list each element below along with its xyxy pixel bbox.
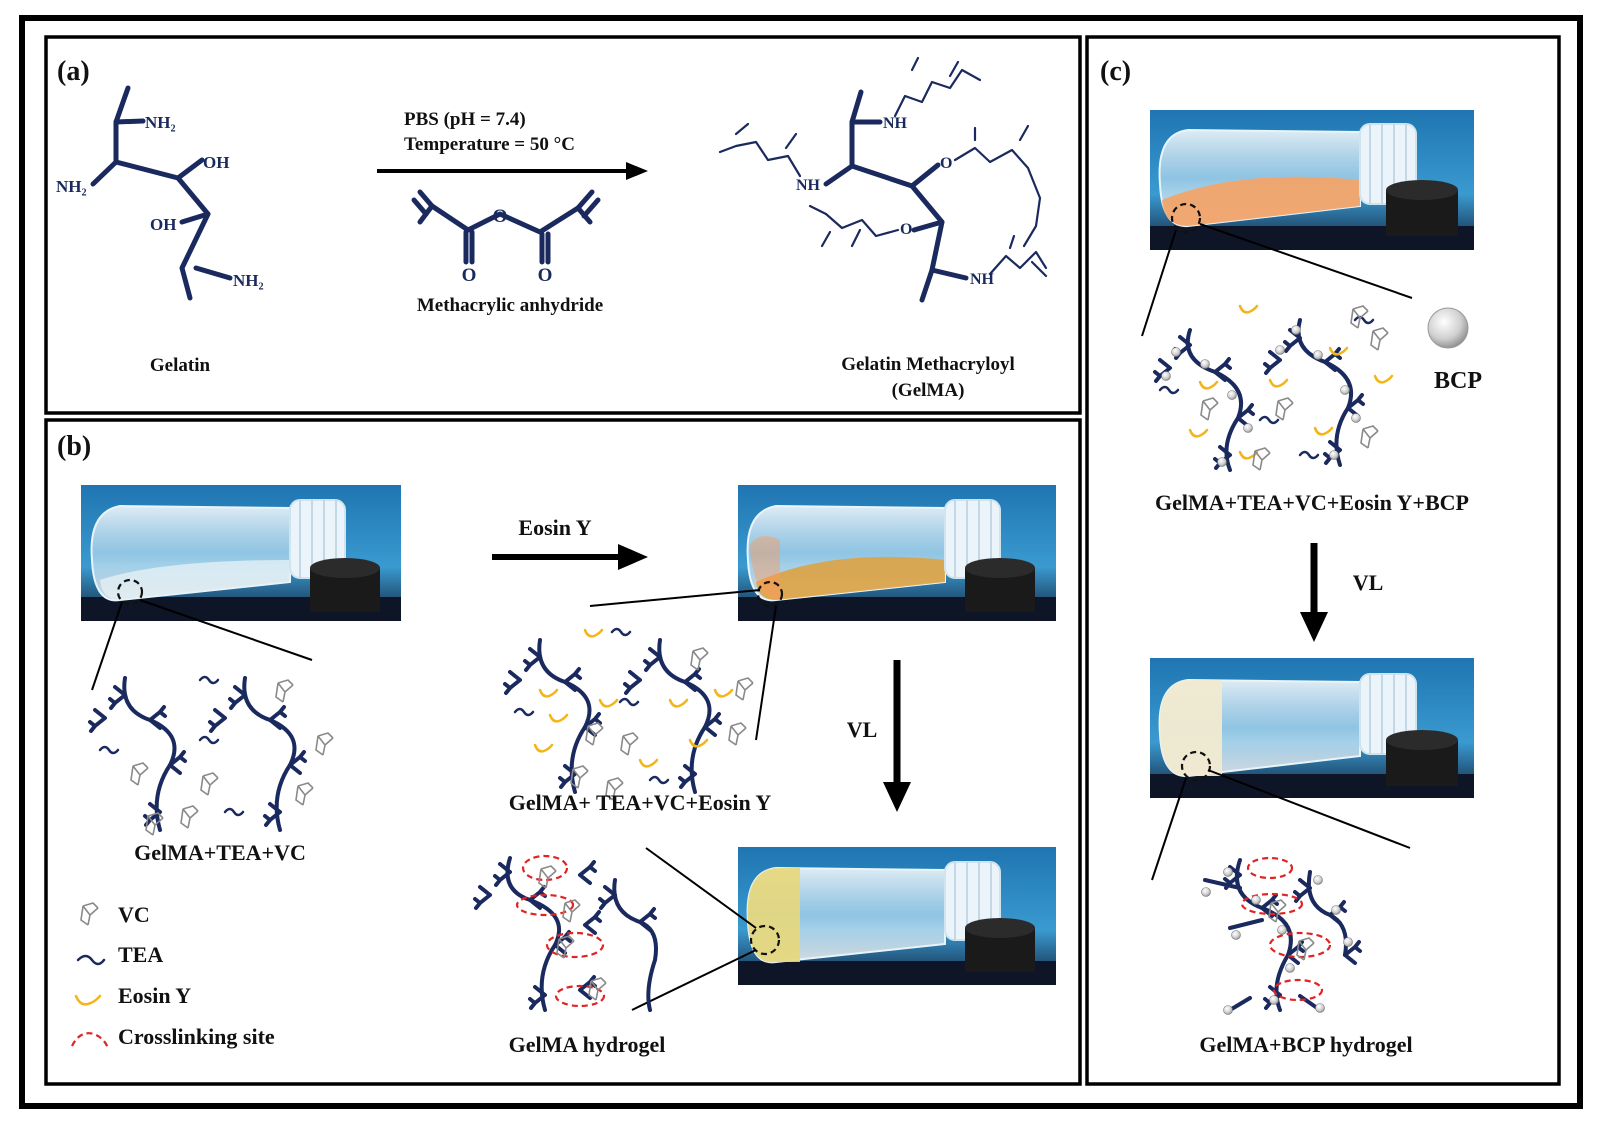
nh-label: NH: [970, 271, 995, 288]
zoom-line: [589, 589, 761, 607]
reaction-condition-temperature: Temperature = 50 °C: [404, 134, 575, 155]
hydrogel-label-c: GelMA+BCP hydrogel: [1199, 1032, 1412, 1057]
legend-tea-symbol: [76, 954, 106, 966]
nh2-label: NH₂: [145, 113, 176, 132]
vl-arrow-b-head: [883, 782, 911, 812]
mixture-label-2: GelMA+ TEA+VC+Eosin Y: [509, 790, 772, 815]
nh2-label: NH₂: [56, 177, 87, 196]
bcp-label: BCP: [1434, 368, 1482, 394]
zoom-line: [91, 601, 123, 691]
zoom-line: [631, 949, 757, 1011]
gelatin-structure: NH₂ NH₂ OH OH NH₂: [56, 85, 264, 301]
zoom-line: [755, 605, 777, 741]
product-label-name: Gelatin Methacryloyl: [841, 354, 1015, 375]
network-with-bcp: [1153, 304, 1394, 472]
nh2-label: NH₂: [233, 271, 264, 290]
o-label: O: [462, 265, 477, 286]
vial-photo-gelma-hydrogel: [738, 847, 1056, 985]
network-with-eosin: [503, 627, 754, 801]
bcp-particle-icon: [1427, 307, 1469, 349]
reaction-condition-buffer: PBS (pH = 7.4): [404, 109, 526, 130]
vial-photo-with-eosin: [738, 485, 1056, 621]
product-label-abbrev: (GelMA): [892, 380, 965, 401]
hydrogel-label-b: GelMA hydrogel: [509, 1032, 666, 1057]
panel-c-frame: [1085, 35, 1561, 1086]
legend-eosin-symbol: [74, 994, 102, 1006]
oh-label: OH: [150, 215, 176, 234]
o-label: O: [493, 206, 508, 227]
network-gelma-tea-vc: [88, 675, 334, 836]
nh-label: NH: [796, 177, 821, 194]
nh-label: NH: [883, 115, 908, 132]
zoom-line: [139, 599, 313, 661]
legend-tea-label: TEA: [118, 942, 163, 967]
zoom-ring: [749, 924, 781, 956]
panel-b-frame: [44, 418, 1082, 1086]
eosin-arrow-head: [618, 544, 648, 570]
panel-b-label: (b): [57, 431, 91, 462]
vial-photo-with-bcp: [1150, 110, 1474, 250]
legend-vc-label: VC: [118, 902, 150, 927]
methacrylic-anhydride-structure: O O O: [411, 189, 601, 286]
oh-label: OH: [203, 153, 229, 172]
panel-a-frame: [44, 35, 1082, 415]
vl-arrow-c-head: [1300, 612, 1328, 642]
network-bcp-hydrogel: [1201, 856, 1362, 1015]
legend-vc-symbol: [80, 902, 99, 926]
gelatin-label: Gelatin: [150, 355, 211, 376]
zoom-line: [1199, 223, 1413, 299]
o-label: O: [940, 155, 952, 172]
network-gelma-hydrogel: [473, 854, 658, 1012]
mixture-label-1: GelMA+TEA+VC: [134, 840, 306, 865]
legend: VC TEA Eosin Y Crosslinking site: [71, 902, 275, 1049]
mixture-label-bcp: GelMA+TEA+VC+Eosin Y+BCP: [1155, 490, 1469, 515]
zoom-ring: [116, 578, 144, 606]
zoom-line: [645, 847, 757, 929]
o-label: O: [900, 221, 912, 238]
zoom-line: [1207, 769, 1411, 849]
zoom-line: [1151, 777, 1187, 881]
legend-crosslink-label: Crosslinking site: [118, 1024, 275, 1049]
o-label: O: [538, 265, 553, 286]
zoom-line: [1141, 229, 1177, 337]
reagent-label: Methacrylic anhydride: [417, 295, 603, 316]
zoom-ring: [1180, 750, 1212, 782]
gelma-structure: NH NH O O NH: [718, 56, 1048, 303]
panel-a-label: (a): [57, 56, 90, 87]
reaction-arrow-head: [626, 162, 648, 180]
zoom-ring: [1170, 202, 1202, 234]
zoom-ring: [756, 580, 784, 608]
legend-crosslink-symbol: [71, 1032, 110, 1049]
vl-label-c: VL: [1353, 570, 1384, 595]
vl-label-b: VL: [847, 717, 878, 742]
legend-eosin-label: Eosin Y: [118, 983, 191, 1008]
panel-c-label: (c): [1100, 56, 1131, 87]
vial-photo-bcp-hydrogel: [1150, 658, 1474, 798]
outer-frame: [19, 15, 1583, 1109]
eosin-arrow-label: Eosin Y: [518, 515, 591, 540]
vial-photo-gelma-tea-vc: [81, 485, 401, 621]
